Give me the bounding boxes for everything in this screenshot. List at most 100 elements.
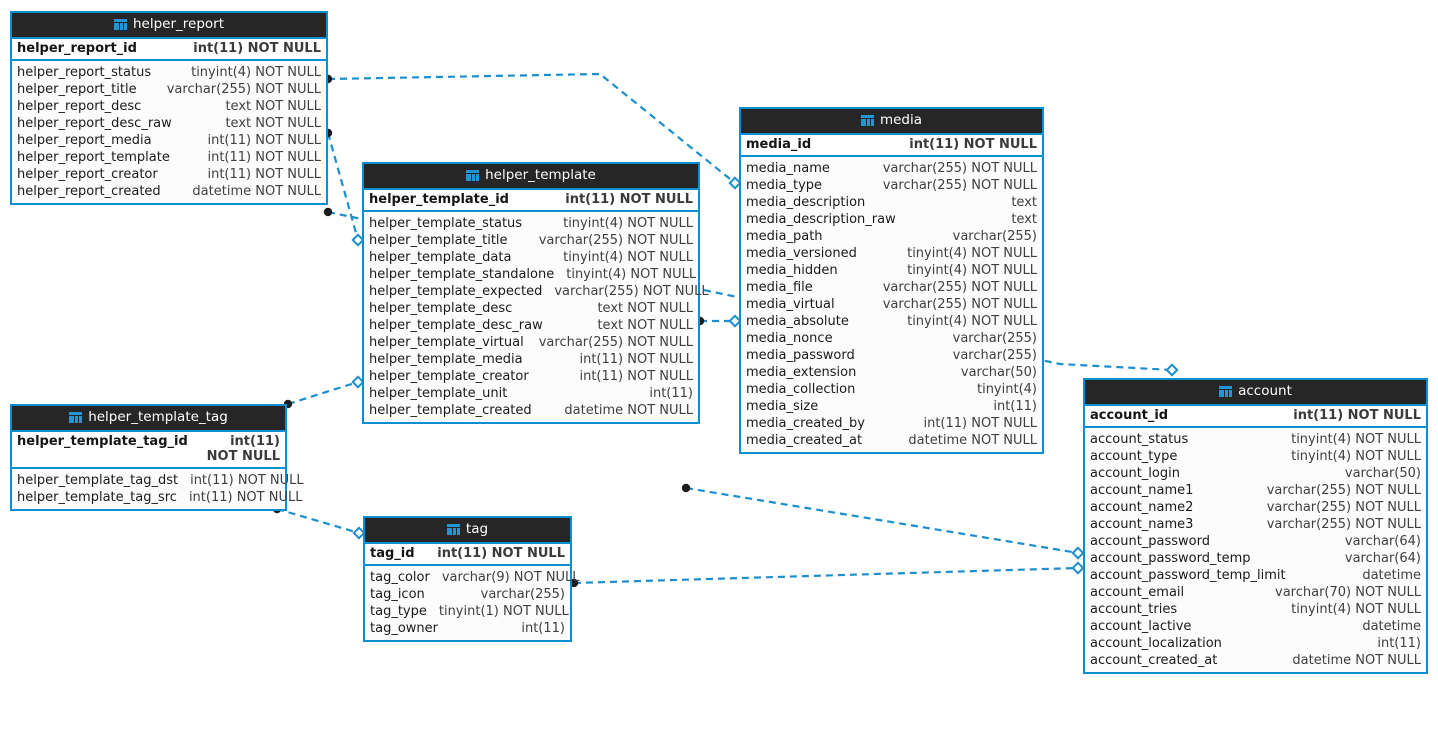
column-name: media_versioned [746,245,857,261]
column-type: varchar(9) NOT NULL [441,569,580,585]
one-endpoint-marker [1071,561,1085,575]
column-type: varchar(255) NOT NULL [882,160,1037,176]
column-name: media_collection [746,381,856,397]
column-type: varchar(64) [1344,533,1421,549]
column-name: helper_template_data [369,249,512,265]
column-type: int(11) NOT NULL [923,415,1037,431]
column-row[interactable]: media_name varchar(255) NOT NULL [741,160,1042,177]
column-type: varchar(255) NOT NULL [554,283,709,299]
column-name: helper_template_unit [369,385,508,401]
table-icon [466,169,480,181]
one-endpoint-marker [1071,546,1085,560]
entity-title: helper_template_tag [88,409,228,425]
column-type: datetime NOT NULL [564,402,693,418]
column-name: account_created_at [1090,652,1218,668]
entity-title: helper_template [485,167,596,183]
column-type: int(11) [993,398,1037,414]
column-name: media_size [746,398,819,414]
relationship-7 [569,561,1085,588]
column-type: tinyint(1) NOT NULL [438,603,569,619]
relationship-line [276,507,360,535]
entity-title: media [879,112,923,128]
column-type: varchar(70) NOT NULL [1275,584,1421,600]
column-name: media_name [746,160,830,176]
column-row[interactable]: account_email varchar(70) NOT NULL [1085,584,1426,601]
column-name: account_email [1090,584,1185,600]
column-type: int(11) NOT NULL [190,472,304,488]
column-name: helper_template_desc [369,300,513,316]
entity-helper_template_tag[interactable]: helper_template_tag helper_template_tag_i… [10,404,304,511]
column-type: varchar(255) [952,330,1037,346]
column-type: tinyint(4) NOT NULL [1291,601,1421,617]
column-type: varchar(255) [952,228,1037,244]
column-row[interactable]: media_size int(11) [741,398,1042,415]
